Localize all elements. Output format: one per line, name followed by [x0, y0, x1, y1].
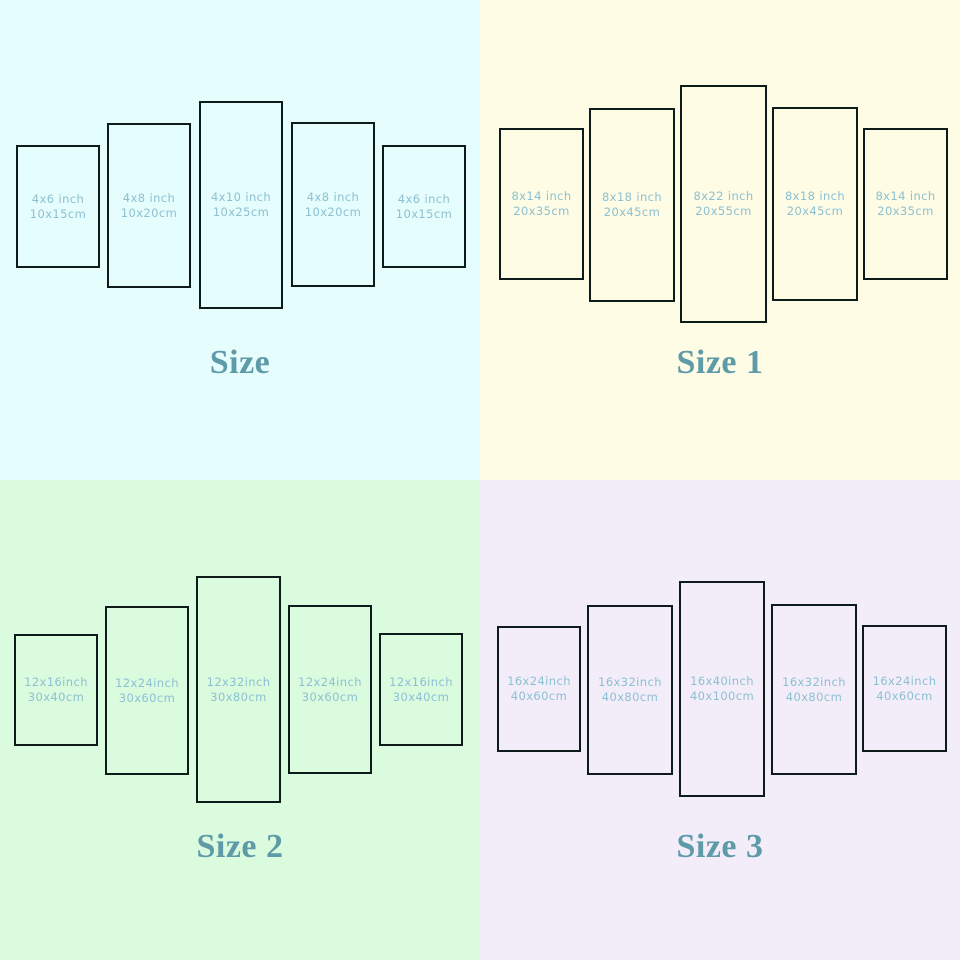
panel-size-cm: 10x20cm — [304, 204, 362, 219]
panel-size-inches: 16x32inch — [598, 675, 662, 689]
panel-size-cm: 10x20cm — [120, 205, 178, 220]
panel-size-cm: 40x80cm — [785, 689, 843, 704]
panel-size-cm: 20x55cm — [695, 204, 752, 218]
panel-size-inches: 4x8 inch — [306, 189, 360, 204]
panel-size-cm: 40x60cm — [510, 689, 568, 703]
panel-size-cm: 20x35cm — [877, 204, 934, 218]
panel-size-cm: 40x100cm — [689, 689, 755, 703]
panel-size-cm: 10x15cm — [29, 206, 87, 221]
panel-size-cm: 20x45cm — [786, 204, 844, 218]
size-option-title: Size 2 — [196, 828, 284, 865]
panel-size-inches: 4x8 inch — [122, 190, 176, 205]
panel-size-cm: 10x25cm — [212, 205, 270, 219]
size-option-title: Size 3 — [676, 828, 764, 865]
panel-size-inches: 4x10 inch — [210, 190, 272, 204]
panel-size-cm: 30x40cm — [27, 690, 85, 704]
panel-size-inches: 4x6 inch — [397, 191, 451, 206]
panel-size-inches: 4x6 inch — [31, 191, 85, 206]
panel-size-cm: 30x80cm — [210, 689, 267, 704]
size-option-title: Size 1 — [676, 344, 764, 381]
panel-size-inches: 12x16inch — [389, 674, 453, 689]
panel-size-cm: 20x35cm — [513, 204, 570, 218]
panel-size-inches: 16x24inch — [507, 674, 571, 688]
panel-size-inches: 8x14 inch — [511, 189, 572, 203]
panel-size-cm: 40x60cm — [876, 688, 933, 703]
panel-size-cm: 30x40cm — [392, 689, 450, 704]
panel-size-inches: 12x16inch — [24, 675, 88, 689]
panel-size-cm: 30x60cm — [118, 690, 176, 705]
panel-size-cm: 30x60cm — [301, 689, 359, 704]
panel-size-inches: 8x18 inch — [601, 190, 663, 204]
panel-size-inches: 8x18 inch — [784, 189, 846, 203]
panel-size-inches: 12x24inch — [298, 674, 362, 689]
panel-size-inches: 8x22 inch — [693, 189, 754, 203]
panel-size-inches: 12x24inch — [115, 675, 179, 690]
panel-size-inches: 8x14 inch — [875, 189, 936, 203]
panel-size-cm: 10x15cm — [395, 206, 453, 221]
panel-size-inches: 16x40inch — [690, 674, 754, 688]
panel-size-inches: 16x32inch — [782, 674, 846, 689]
panel-size-cm: 40x80cm — [601, 690, 659, 704]
panel-size-inches: 16x24inch — [872, 673, 937, 688]
panel-size-cm: 20x45cm — [603, 205, 661, 219]
size-option-title: Size — [209, 344, 271, 381]
panel-size-inches: 12x32inch — [206, 674, 271, 689]
